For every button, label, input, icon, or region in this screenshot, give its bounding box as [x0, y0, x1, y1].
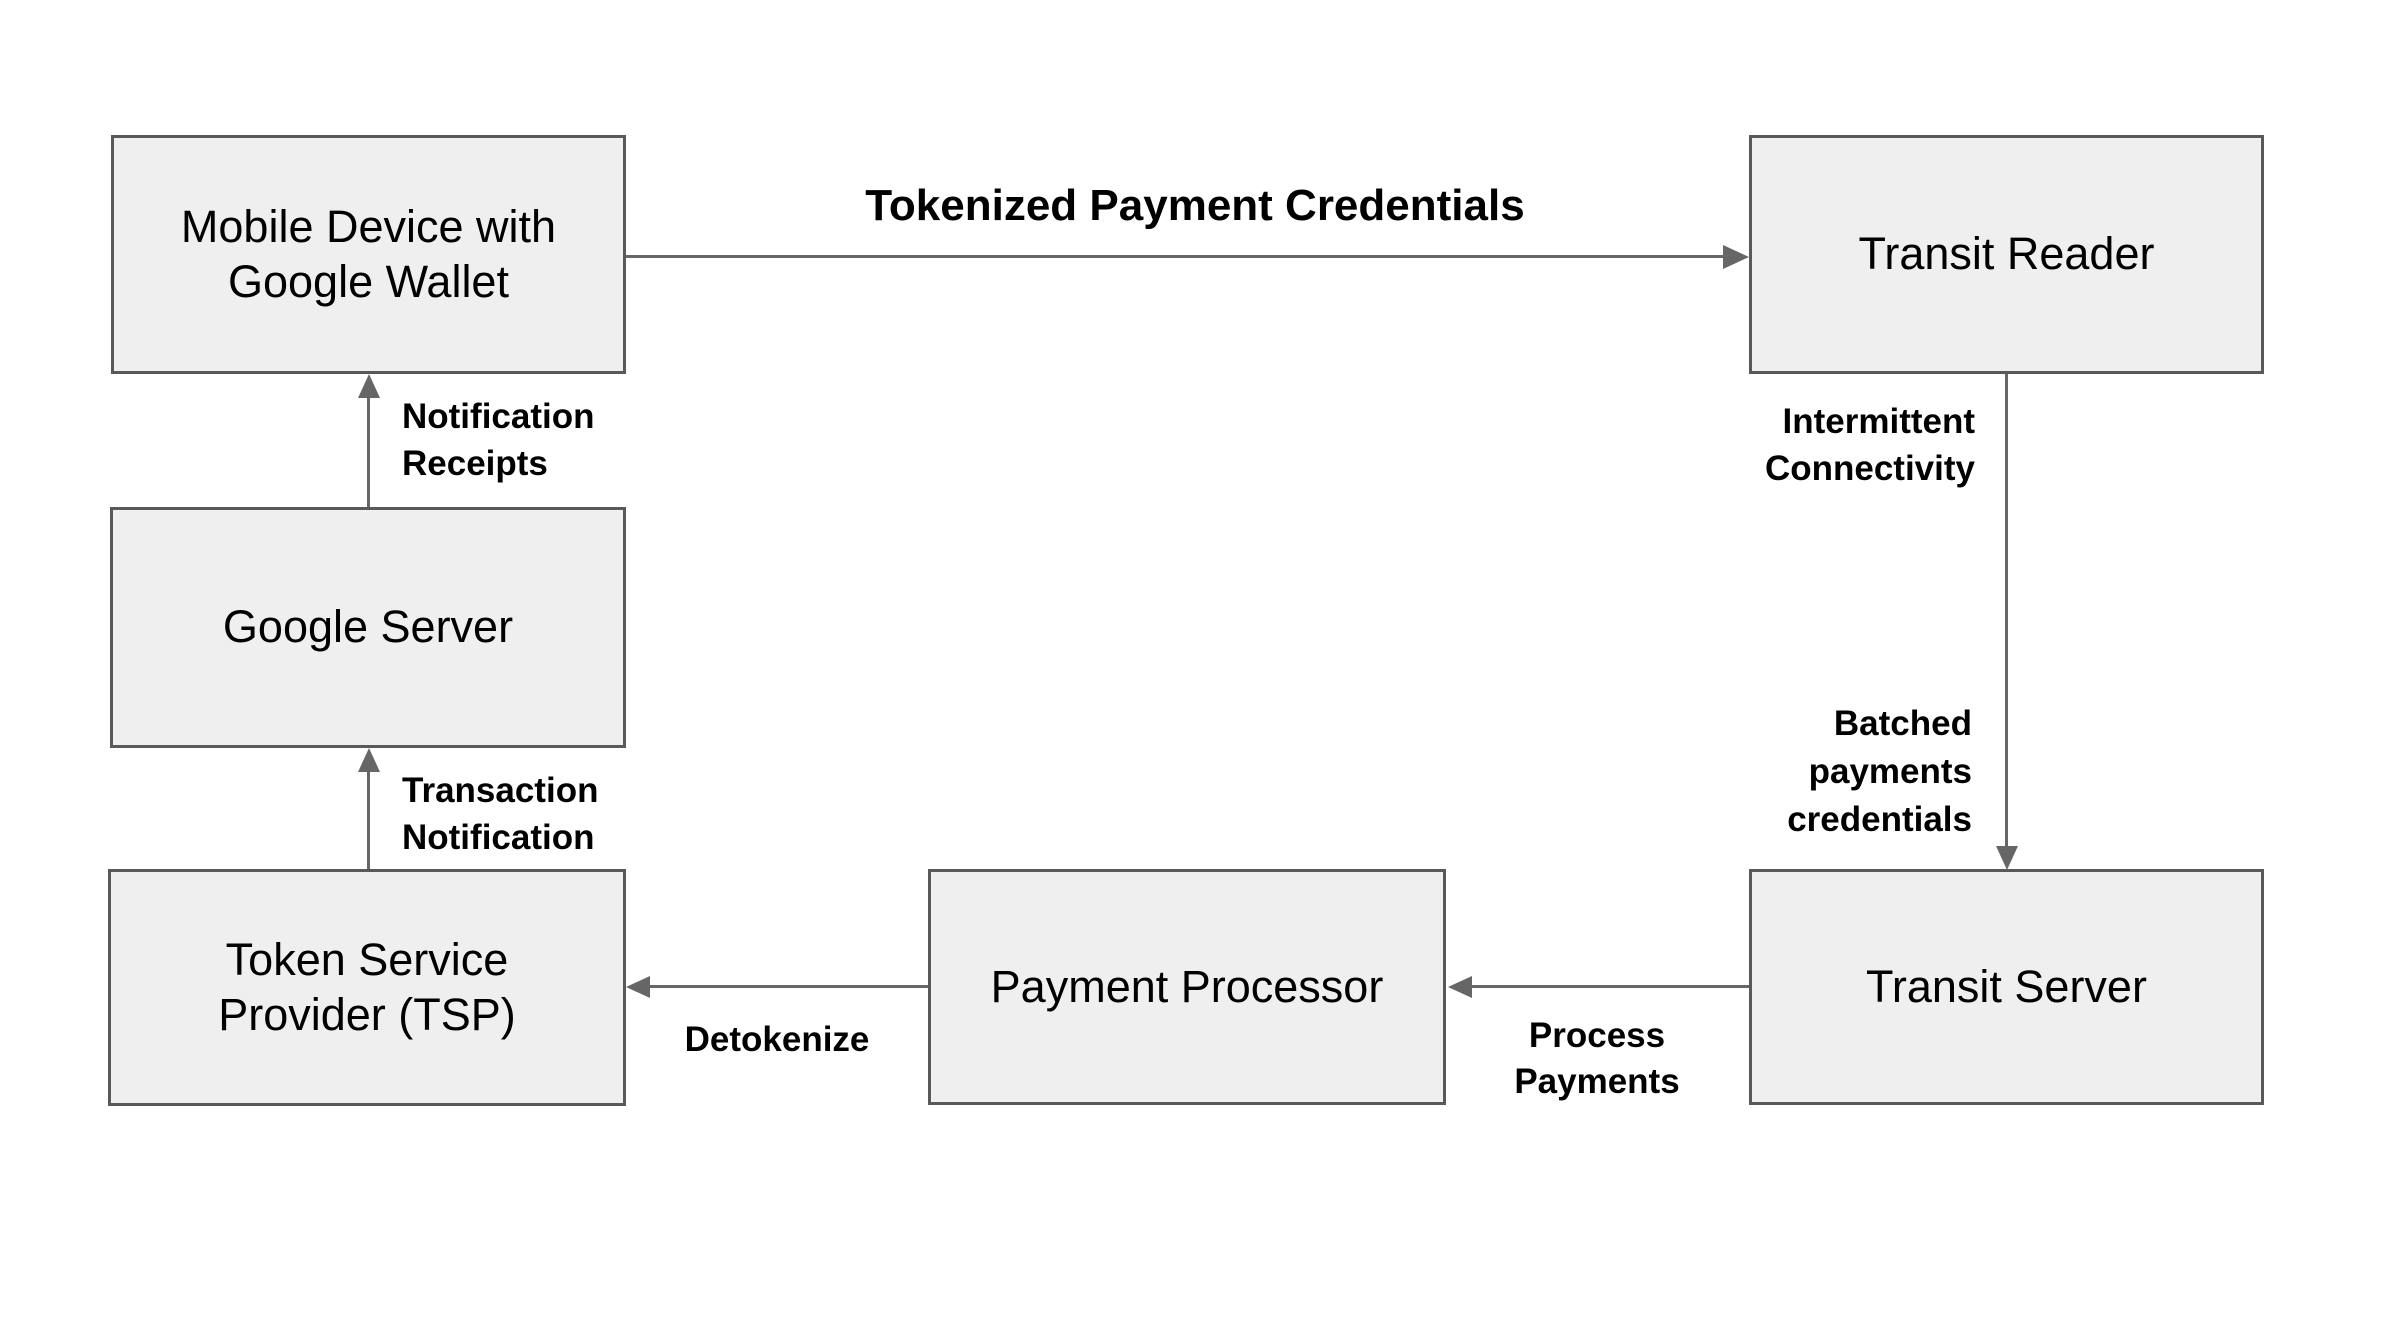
edge-label-intermittent-connectivity: Intermittent Connectivity — [1764, 402, 1975, 488]
arrowhead-left-icon — [1448, 976, 1472, 998]
arrow-batched-credentials-line — [2005, 374, 2008, 848]
node-payment-processor: Payment Processor — [928, 869, 1446, 1105]
edge-label-transaction-notification: Transaction Notification — [402, 771, 599, 857]
node-mobile-device: Mobile Device with Google Wallet — [111, 135, 626, 374]
node-google-server: Google Server — [110, 507, 626, 748]
edge-label-notification-receipts: Notification Receipts — [402, 397, 595, 483]
arrow-transaction-notification-line — [367, 770, 370, 869]
node-transit-server-label: Transit Server — [1866, 960, 2147, 1012]
arrowhead-up-icon — [358, 748, 380, 772]
arrowhead-down-icon — [1996, 846, 2018, 870]
node-transit-server: Transit Server — [1749, 869, 2264, 1105]
node-transit-reader-label: Transit Reader — [1858, 228, 2155, 280]
node-token-service-provider: Token Service Provider (TSP) — [108, 869, 626, 1106]
edge-label-detokenize: Detokenize — [684, 1020, 870, 1059]
node-transit-reader: Transit Reader — [1749, 135, 2264, 374]
arrow-detokenize-line — [648, 985, 928, 988]
arrowhead-right-icon — [1723, 245, 1749, 269]
arrow-tokenized-line — [626, 255, 1726, 258]
arrowhead-up-icon — [358, 374, 380, 398]
node-token-service-provider-label: Token Service Provider (TSP) — [218, 933, 516, 1040]
arrowhead-left-icon — [626, 976, 650, 998]
edge-label-batched-payments-credentials: Batched payments credentials — [1787, 704, 1972, 839]
node-mobile-device-label: Mobile Device with Google Wallet — [180, 200, 557, 307]
node-payment-processor-label: Payment Processor — [990, 960, 1384, 1012]
arrow-process-payments-line — [1471, 985, 1749, 988]
edge-label-tokenized-payment-credentials: Tokenized Payment Credentials — [865, 181, 1525, 230]
edge-label-process-payments: Process Payments — [1514, 1016, 1680, 1101]
arrow-notification-receipts-line — [367, 396, 370, 507]
node-google-server-label: Google Server — [222, 601, 514, 653]
